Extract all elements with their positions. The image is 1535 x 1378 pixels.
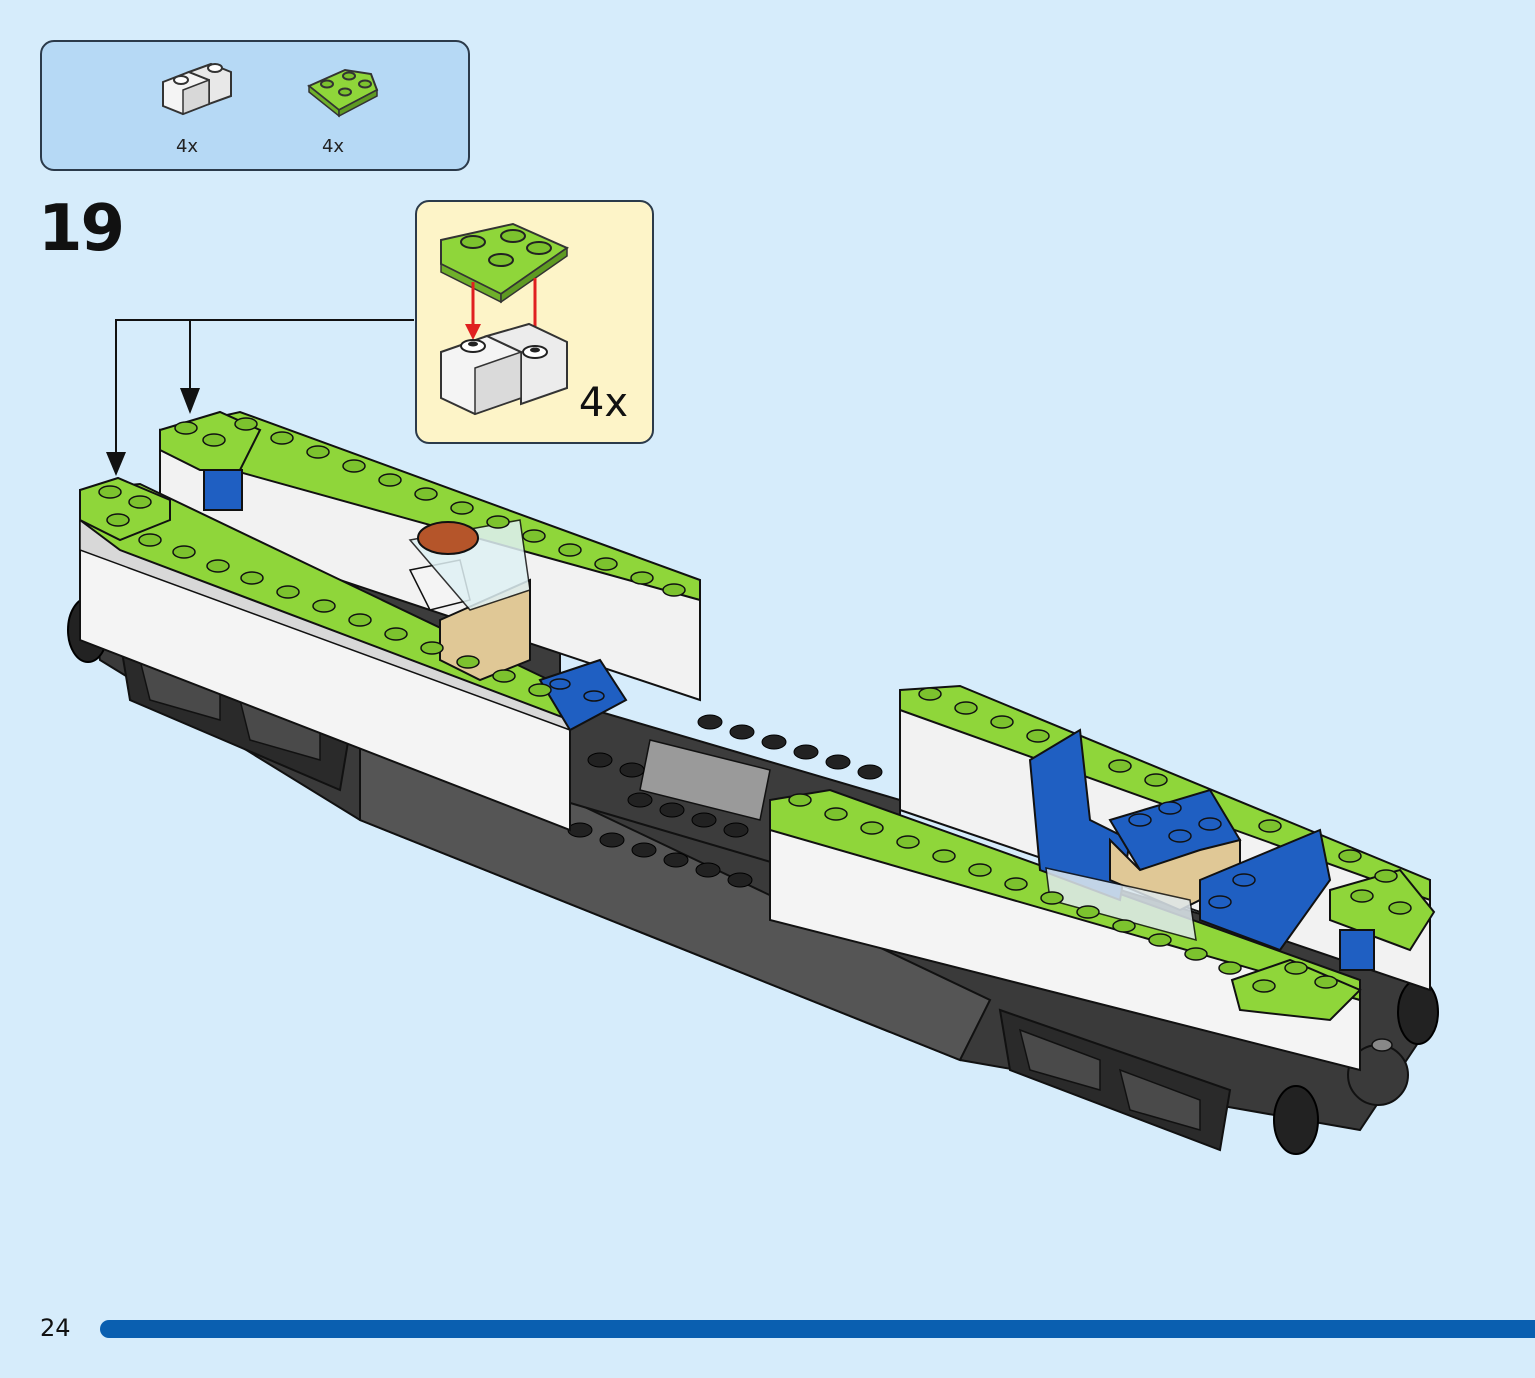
rear-car-studs <box>788 687 1412 993</box>
blue-support <box>203 469 243 511</box>
part-green-wedge-plate: 4x <box>298 60 388 160</box>
blue-support-rear <box>1339 929 1375 971</box>
white-corner-brick-icon <box>162 62 232 116</box>
green-wedge-plate-icon <box>307 68 379 118</box>
sub-assembly-callout: 4x <box>415 200 654 444</box>
part-quantity: 4x <box>175 136 199 157</box>
blue-studs <box>549 678 1256 909</box>
croissant <box>417 521 479 555</box>
blue-seat-front <box>1199 828 1332 952</box>
blue-plate-front <box>538 658 628 732</box>
step-number: 19 <box>38 192 125 266</box>
trans-panel <box>1045 867 1197 942</box>
callout-multiplier: 4x <box>578 380 628 426</box>
wedge-plate-rear-front <box>1230 958 1362 1022</box>
parts-list-box: 4x 4x <box>40 40 470 171</box>
callout-pointer-lines <box>106 319 414 476</box>
rear-bogie <box>998 979 1439 1155</box>
page-number: 24 <box>40 1314 71 1342</box>
part-quantity: 4x <box>321 136 345 157</box>
front-car-studs <box>98 417 686 697</box>
sub-assembly-illustration <box>440 222 570 416</box>
part-white-corner-brick: 4x <box>152 60 242 160</box>
page-progress-bar <box>100 1320 1535 1338</box>
